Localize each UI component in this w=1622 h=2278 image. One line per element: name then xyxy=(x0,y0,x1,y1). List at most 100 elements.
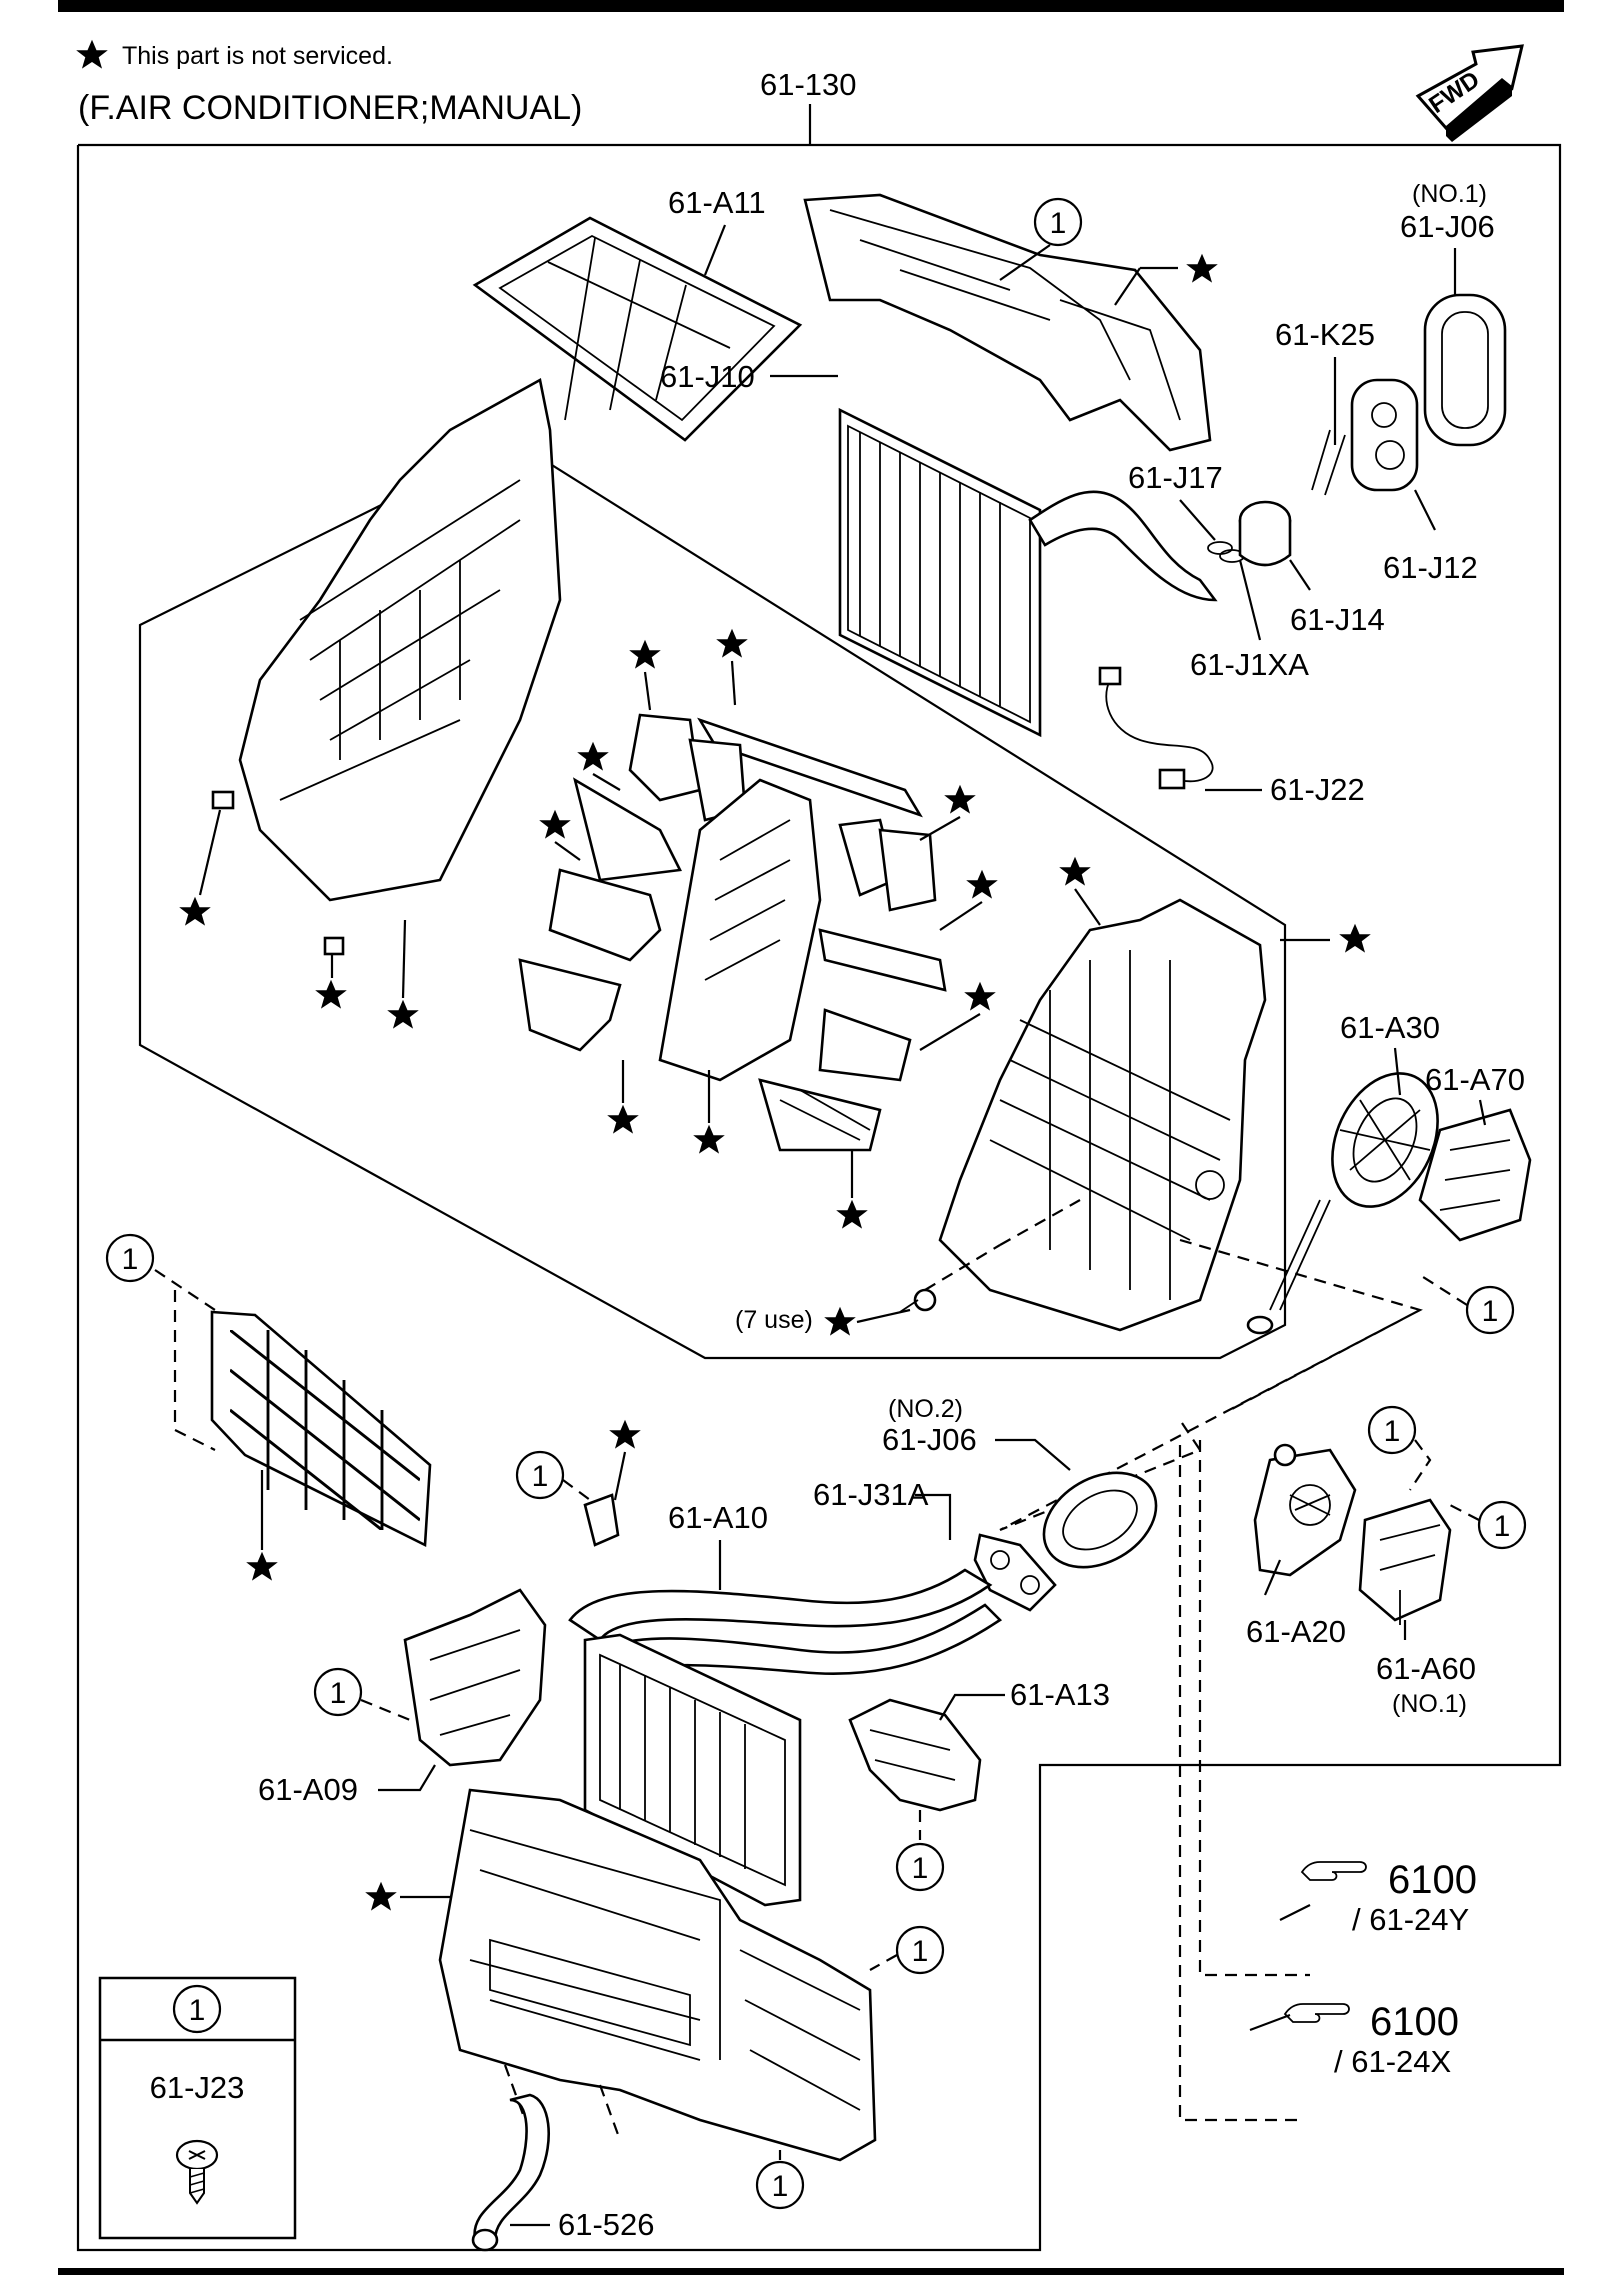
label-61-A13: 61-A13 xyxy=(1010,1677,1110,1712)
star-icon xyxy=(365,1881,397,1911)
sub-assembly-outline xyxy=(138,438,1287,1360)
part-seal-ring-no2 xyxy=(1042,1471,1158,1569)
callout-number: 1 xyxy=(122,1243,139,1276)
star-icon xyxy=(315,979,347,1009)
label-61-J17: 61-J17 xyxy=(1128,460,1223,495)
leader xyxy=(643,671,652,711)
circled-number-icon xyxy=(895,1925,945,1975)
dashed-leader xyxy=(562,1479,591,1501)
leader-61-A11 xyxy=(703,224,727,276)
service-note: This part is not serviced. xyxy=(76,39,393,70)
part-drain-hose xyxy=(471,2093,551,2252)
star-icon xyxy=(179,896,211,926)
leader-61-J31A xyxy=(915,1493,952,1540)
part-blower-motor xyxy=(1246,1072,1439,1335)
leader-61-J14 xyxy=(1289,559,1311,591)
star-icon xyxy=(387,999,419,1029)
star-icon xyxy=(577,741,609,771)
leader-61-J1XA xyxy=(1238,559,1262,641)
star-icon xyxy=(824,1306,856,1336)
leader-61-J17 xyxy=(1179,499,1216,541)
leader xyxy=(999,244,1051,281)
part-bolts xyxy=(1311,429,1346,496)
part-side-duct xyxy=(848,1698,982,1812)
circled-number-icon xyxy=(895,1842,945,1892)
dashed-leader xyxy=(1409,1439,1432,1491)
pointing-hand-icon xyxy=(1300,1861,1367,1881)
star-icon xyxy=(246,1551,278,1581)
label-7-use: (7 use) xyxy=(735,1306,813,1334)
circled-number-icon xyxy=(1465,1285,1515,1335)
label-61-J06-top-qualifier: (NO.1) xyxy=(1412,180,1487,208)
arrow xyxy=(1249,2013,1291,2032)
part-screw xyxy=(899,1288,937,1313)
part-filter-grid xyxy=(210,1310,432,1548)
callout-number: 1 xyxy=(1482,1295,1499,1328)
label-61-J22: 61-J22 xyxy=(1270,772,1365,807)
arrow xyxy=(1279,1904,1311,1921)
callout-number: 1 xyxy=(330,1677,347,1710)
part-clip xyxy=(323,936,345,956)
leader-61-J12 xyxy=(1414,489,1436,531)
reference-6100-24X: 6100 / 61-24X xyxy=(1283,2000,1459,2079)
circled-number-icon xyxy=(1033,197,1083,247)
dashed-leader xyxy=(924,1244,1001,1291)
pointing-hand-icon xyxy=(1283,2003,1350,2023)
leader xyxy=(1074,888,1101,926)
part-right-housing xyxy=(938,898,1267,1332)
legend-number: 1 xyxy=(189,1994,206,2027)
service-note-text: This part is not serviced. xyxy=(122,42,393,70)
label-61-J06-mid: 61-J06 xyxy=(882,1422,977,1457)
label-61-J12: 61-J12 xyxy=(1383,550,1478,585)
part-upper-duct xyxy=(803,193,1212,452)
legend-part-number: 61-J23 xyxy=(150,2070,245,2105)
label-61-J10: 61-J10 xyxy=(660,359,755,394)
leader-61-J06-mid xyxy=(995,1438,1071,1471)
leader-61-A09 xyxy=(378,1764,436,1792)
fwd-arrow-icon: FWD xyxy=(1415,44,1524,142)
circled-number-icon xyxy=(105,1233,155,1283)
leader xyxy=(613,1451,627,1501)
label-61-A20: 61-A20 xyxy=(1246,1614,1346,1649)
star-icon xyxy=(539,809,571,839)
label-61-K25: 61-K25 xyxy=(1275,317,1375,352)
part-mode-actuator xyxy=(1418,1108,1532,1242)
dashed-leader xyxy=(503,2064,622,2141)
bottom-rule xyxy=(58,2268,1564,2275)
label-61-A11: 61-A11 xyxy=(668,185,766,220)
star-icon xyxy=(607,1104,639,1134)
leader-61-A30 xyxy=(1393,1047,1402,1096)
circled-number-icon xyxy=(755,2160,805,2210)
star-icon xyxy=(629,639,661,669)
label-61-A60-qualifier: (NO.1) xyxy=(1392,1690,1467,1718)
part-air-mix-actuator xyxy=(1358,1498,1452,1625)
leader xyxy=(401,919,407,999)
leader xyxy=(919,1013,981,1051)
leader-61-A13 xyxy=(939,1693,1005,1721)
leader-61-A70 xyxy=(1478,1099,1487,1126)
leader xyxy=(939,901,983,931)
star-icon xyxy=(609,1419,641,1449)
leader xyxy=(856,1308,911,1324)
callout-number: 1 xyxy=(1494,1510,1511,1543)
callout-number: 1 xyxy=(772,2170,789,2203)
top-rule xyxy=(58,0,1564,12)
label-61-J06-mid-qualifier: (NO.2) xyxy=(888,1395,963,1423)
label-61-526: 61-526 xyxy=(558,2207,655,2242)
label-61-J14: 61-J14 xyxy=(1290,602,1385,637)
label-61-J1XA: 61-J1XA xyxy=(1190,647,1309,682)
dashed-leader xyxy=(154,1269,216,1451)
part-left-housing xyxy=(238,377,562,902)
part-resistor xyxy=(1253,1443,1357,1577)
star-icon xyxy=(836,1199,868,1229)
circled-number-icon xyxy=(1477,1500,1527,1550)
part-sensor-cap xyxy=(1238,500,1292,567)
star-icon xyxy=(1186,253,1218,283)
reference-6100-24Y: 6100 / 61-24Y xyxy=(1300,1858,1477,1937)
star-icon xyxy=(693,1124,725,1154)
callout-number: 1 xyxy=(1050,207,1067,240)
label-61-A10: 61-A10 xyxy=(668,1500,768,1535)
part-lower-case xyxy=(438,1788,877,2162)
leader xyxy=(919,816,961,841)
label-61-A70: 61-A70 xyxy=(1425,1062,1525,1097)
